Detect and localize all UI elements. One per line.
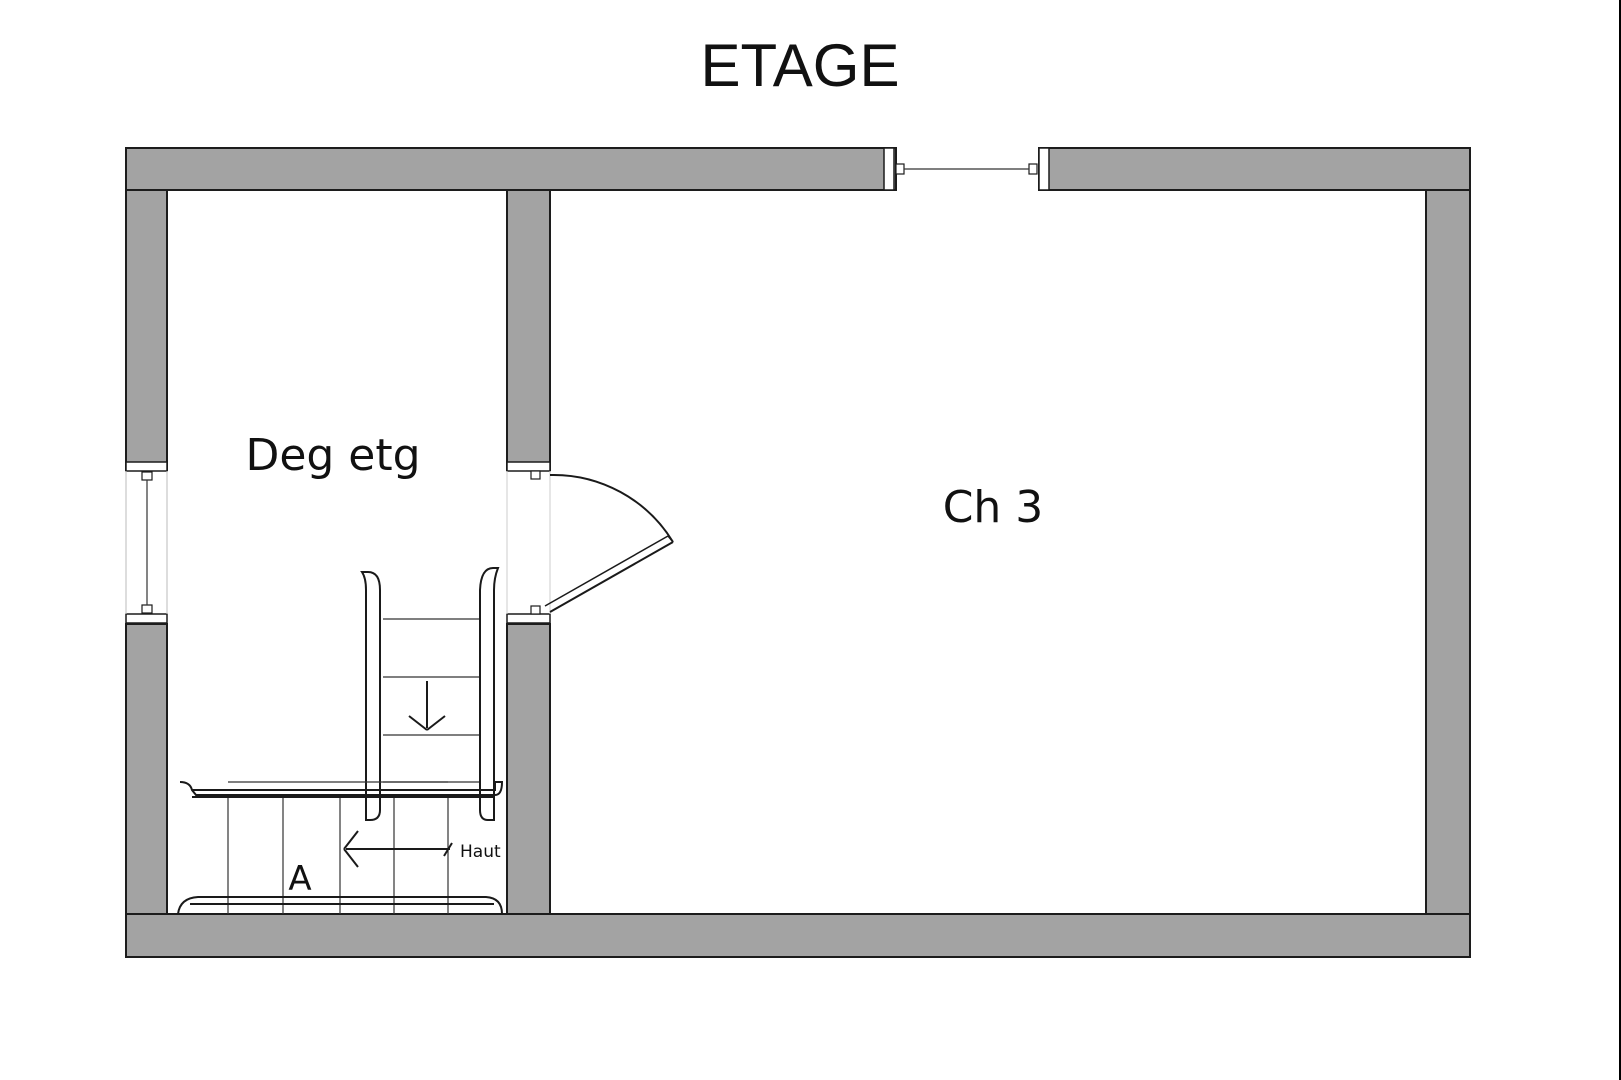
room-label-ch3: Ch 3 — [943, 482, 1044, 533]
stair-upper-treads — [383, 618, 483, 783]
walls — [125, 147, 1471, 958]
stair-rail-left — [360, 571, 381, 821]
plan-title: ETAGE — [701, 32, 900, 99]
stair-lower-treads — [227, 781, 449, 914]
wall-bottom — [125, 913, 1471, 958]
wall-top-left — [125, 147, 897, 191]
window-top — [883, 147, 1050, 191]
room-label-deg-etg: Deg etg — [245, 430, 420, 481]
stair-flight-label: A — [288, 859, 311, 899]
wall-top-right — [1038, 147, 1471, 191]
door-ch3 — [506, 461, 674, 624]
stair-rail-bottom — [177, 896, 503, 915]
stair-rail-right — [479, 567, 500, 821]
staircase: Haut A — [177, 567, 504, 915]
window-left — [125, 461, 168, 624]
wall-partition-upper — [506, 189, 551, 471]
stair-up-arrow — [343, 830, 453, 868]
image-border — [1619, 0, 1621, 1080]
stair-down-arrow — [408, 681, 446, 731]
stair-rail-top — [179, 781, 504, 796]
stair-up-label: Haut — [460, 842, 501, 862]
wall-left-upper — [125, 189, 168, 471]
wall-left-lower — [125, 623, 168, 915]
wall-partition-lower — [506, 623, 551, 915]
wall-right — [1425, 189, 1471, 915]
